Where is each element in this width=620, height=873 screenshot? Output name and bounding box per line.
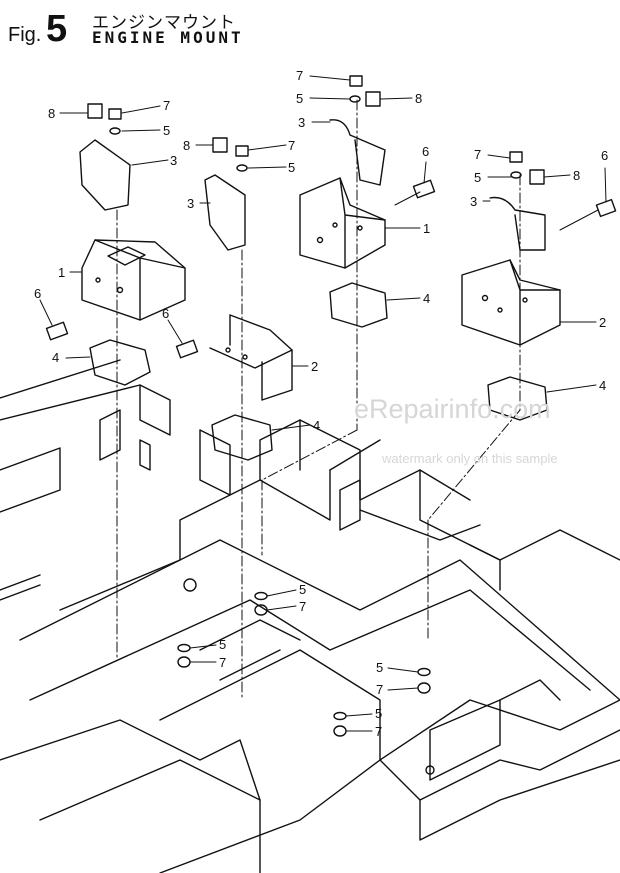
- title-english: ENGINE MOUNT: [92, 28, 244, 47]
- bracket-1-center: [299, 177, 386, 269]
- callout-2: 2: [599, 315, 606, 330]
- callout-2: 2: [311, 359, 318, 374]
- bracket-2-center: [209, 314, 293, 401]
- stay-parts-3: [79, 119, 546, 251]
- watermark-note: watermark only on this sample: [382, 451, 558, 466]
- callout-1: 1: [423, 221, 430, 236]
- callout-6: 6: [162, 306, 169, 321]
- callout-5: 5: [219, 637, 226, 652]
- callout-1: 1: [58, 265, 65, 280]
- callout-8: 8: [183, 138, 190, 153]
- callout-8: 8: [573, 168, 580, 183]
- figure-number: 5: [46, 8, 68, 50]
- callout-numbers: 8 7 5 3 1 6 4 8 7 5 3 6 2 4 7 5 8 3 6 1 …: [34, 68, 608, 739]
- callout-3: 3: [470, 194, 477, 209]
- callout-7: 7: [375, 724, 382, 739]
- assembly-centerlines: [116, 99, 521, 701]
- callout-3: 3: [170, 153, 177, 168]
- callout-3: 3: [187, 196, 194, 211]
- watermark-site: eRepairinfo.com: [354, 394, 551, 424]
- bracket-1-left: [81, 239, 186, 321]
- callout-5: 5: [474, 170, 481, 185]
- callout-7: 7: [299, 599, 306, 614]
- figure-prefix: Fig.: [8, 24, 42, 46]
- callout-5: 5: [163, 123, 170, 138]
- callout-4: 4: [423, 291, 430, 306]
- title-japanese: エンジンマウント: [92, 13, 236, 33]
- callout-5: 5: [299, 582, 306, 597]
- callout-8: 8: [415, 91, 422, 106]
- callout-5: 5: [376, 660, 383, 675]
- callout-6: 6: [601, 148, 608, 163]
- callout-4: 4: [599, 378, 606, 393]
- callout-8: 8: [48, 106, 55, 121]
- figure-header: Fig. 5 エンジンマウント ENGINE MOUNT: [8, 6, 308, 50]
- callout-7: 7: [296, 68, 303, 83]
- callout-4: 4: [313, 418, 320, 433]
- callout-3: 3: [298, 115, 305, 130]
- callout-4: 4: [52, 350, 59, 365]
- chassis-frame: [0, 359, 620, 873]
- callout-7: 7: [288, 138, 295, 153]
- callout-7: 7: [163, 98, 170, 113]
- callout-7: 7: [219, 655, 226, 670]
- leader-lines: [39, 75, 607, 732]
- rubber-mounts-4: [89, 282, 548, 461]
- callout-6: 6: [34, 286, 41, 301]
- callout-7: 7: [474, 147, 481, 162]
- callout-5: 5: [288, 160, 295, 175]
- callout-7: 7: [376, 682, 383, 697]
- callout-5: 5: [375, 706, 382, 721]
- callout-6: 6: [422, 144, 429, 159]
- bracket-2-right: [461, 259, 561, 346]
- callout-5: 5: [296, 91, 303, 106]
